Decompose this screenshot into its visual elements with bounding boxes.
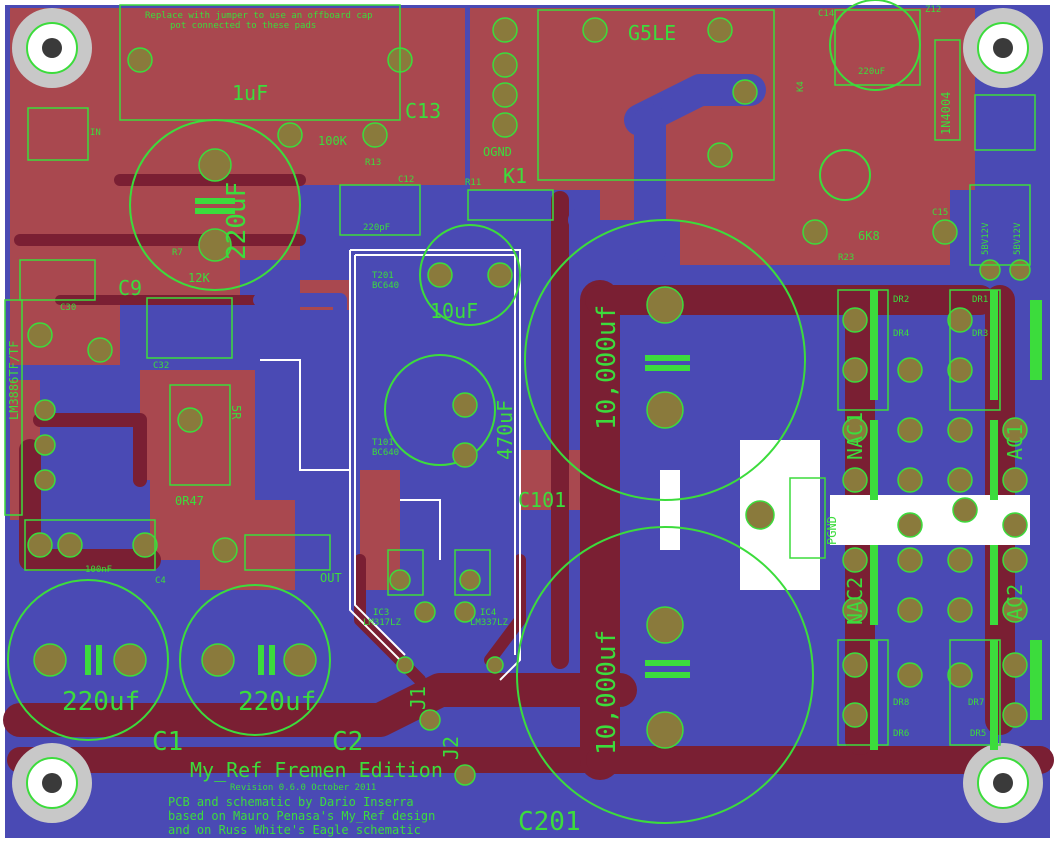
label-dr6: DR6 [893, 729, 909, 739]
capacitor-outlines [7, 0, 921, 824]
label-dr5: DR5 [970, 729, 986, 739]
label-nac1: NAC1 [843, 412, 867, 460]
board-cutouts [660, 440, 1030, 590]
label-bc640-top: BC640 [372, 281, 399, 291]
label-pgnd: PGND [825, 516, 839, 545]
label-nac2: NAC2 [843, 577, 867, 625]
label-c1-value: 220uf [62, 687, 140, 717]
label-dr2: DR2 [893, 295, 909, 305]
label-c32: C32 [153, 361, 169, 371]
credit-line-3: and on Russ White's Eagle schematic [168, 823, 421, 837]
label-zener: 1N4004 [939, 92, 953, 135]
label-c13: C13 [405, 99, 441, 123]
label-c12-value: 220pF [363, 223, 390, 233]
label-c30: C30 [60, 303, 76, 313]
label-c9-value: 220uF [222, 182, 252, 260]
label-c14-value: 220uF [858, 67, 885, 77]
label-c2-value: 220uf [238, 687, 316, 717]
label-t201: T201 [372, 271, 394, 281]
mounting-holes [12, 8, 1043, 823]
label-r11: R11 [465, 178, 481, 188]
through-hole-pads [27, 17, 1031, 786]
label-k1: K1 [503, 164, 527, 188]
label-c4-value: 100nF [85, 565, 112, 575]
label-dr8: DR8 [893, 698, 909, 708]
label-5r: 5R [229, 405, 243, 420]
label-ic3: IC3 [373, 608, 389, 618]
title-revision: Revision 0.6.0 October 2011 [230, 783, 376, 793]
label-dr1: DR1 [972, 295, 988, 305]
note-jumper-line2: pot connected to these pads [170, 21, 316, 31]
label-0r47: 0R47 [175, 494, 204, 508]
label-ic4-part: LM337LZ [470, 618, 509, 628]
label-c201: C201 [518, 807, 581, 837]
label-j2: J2 [439, 736, 463, 760]
label-out: OUT [320, 571, 342, 585]
label-c102-value: 470uF [493, 400, 517, 460]
note-jumper-line1: Replace with jumper to use an offboard c… [145, 11, 373, 21]
credit-line-2: based on Mauro Penasa's My_Ref design [168, 809, 435, 823]
label-c4: C4 [155, 576, 166, 586]
label-c202-value: 10uF [430, 299, 478, 323]
label-c101: C101 [518, 488, 566, 512]
label-in: IN [90, 128, 101, 138]
label-big-cap-2: 10,000uf [592, 630, 622, 755]
label-dr4: DR4 [893, 329, 909, 339]
polarity-marks [85, 198, 1042, 750]
label-big-cap-1: 10,000uf [592, 305, 622, 430]
label-dr7: DR7 [968, 698, 984, 708]
title-main: My_Ref Fremen Edition [190, 758, 443, 782]
label-ic4: IC4 [480, 608, 496, 618]
label-c2: C2 [332, 727, 363, 757]
label-c1: C1 [152, 727, 183, 757]
label-r13: R13 [365, 158, 381, 168]
component-outlines [4, 4, 1036, 746]
label-lm3886: LM3886TF/TF [7, 341, 21, 420]
label-ognd: OGND [483, 145, 512, 159]
label-100k: 100K [318, 134, 348, 148]
top-copper-pours [10, 8, 975, 590]
label-c9: C9 [118, 276, 142, 300]
label-relay-r: K4 [796, 81, 806, 92]
label-bc640-bottom: BC640 [372, 448, 399, 458]
label-relay: G5LE [628, 21, 676, 45]
label-ac2: AC2 [1003, 584, 1027, 620]
label-r7: R7 [172, 248, 183, 258]
label-r23: R23 [838, 253, 854, 263]
label-ic3-part: LM317LZ [363, 618, 402, 628]
label-z12: Z12 [925, 5, 941, 15]
label-j1: J1 [406, 686, 430, 710]
label-t101: T101 [372, 438, 394, 448]
label-6k8: 6K8 [858, 229, 880, 243]
label-c15: C15 [932, 208, 948, 218]
label-diode-v1: 5BV12V [981, 222, 991, 255]
label-c14: C14 [818, 9, 834, 19]
credit-line-1: PCB and schematic by Dario Inserra [168, 795, 414, 809]
label-c13-value: 1uF [232, 81, 268, 105]
label-12k: 12K [188, 271, 210, 285]
label-dr3: DR3 [972, 329, 988, 339]
label-ac1: AC1 [1003, 424, 1027, 460]
label-c12: C12 [398, 175, 414, 185]
label-diode-v2: 5BV12V [1013, 222, 1023, 255]
